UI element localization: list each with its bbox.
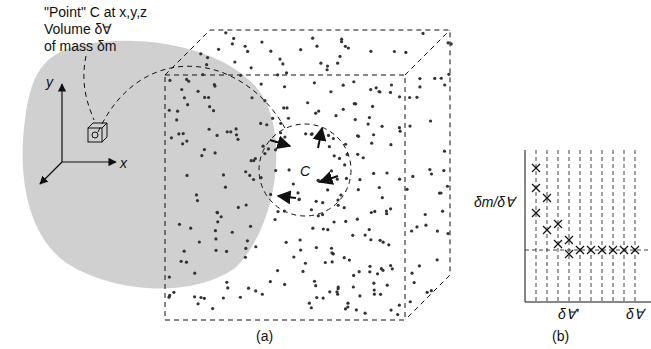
point-label: C — [300, 163, 310, 179]
axis-tick-label: δ∀' — [558, 306, 578, 322]
magnified-volume-cube — [165, 30, 450, 320]
panel-label: (b) — [552, 328, 569, 344]
axis-label: δm/δ∀ — [474, 194, 515, 210]
molecule-dots — [167, 31, 452, 316]
callout-text: "Point" C at x,y,z — [44, 4, 147, 20]
axis-label: y — [46, 74, 53, 90]
point-region-circle — [259, 124, 351, 216]
axis-label: x — [120, 155, 127, 171]
leader-line — [84, 56, 285, 132]
axis-label: δ∀ — [626, 306, 644, 322]
panel-label: (a) — [256, 328, 273, 344]
coordinate-axes — [40, 84, 116, 184]
fluid-body — [23, 41, 277, 289]
callout-text: of mass δm — [44, 38, 116, 54]
molecule-velocity-arrow — [270, 128, 338, 198]
small-volume-cube — [88, 123, 107, 142]
density-plot — [525, 150, 651, 302]
callout-text: Volume δ∀ — [44, 21, 112, 37]
